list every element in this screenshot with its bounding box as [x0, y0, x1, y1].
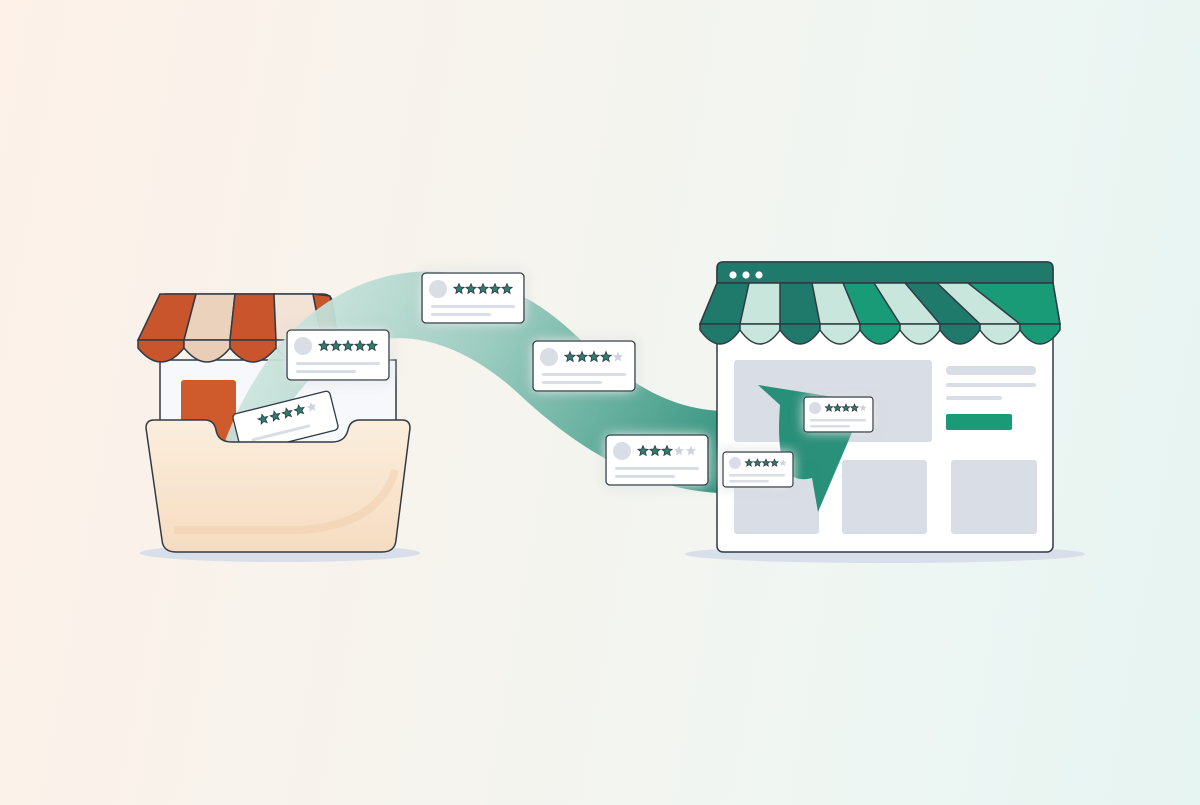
- star-icon: [824, 403, 834, 412]
- avatar: [729, 457, 741, 469]
- website-titlebar: [716, 261, 1054, 284]
- star-icon: [365, 339, 379, 352]
- star-icon: [769, 458, 780, 467]
- product-tile: [842, 460, 927, 534]
- star-icon: [293, 404, 305, 416]
- star-icon: [761, 458, 771, 467]
- star-icon: [575, 350, 589, 363]
- star-icon: [648, 444, 662, 457]
- avatar: [809, 402, 821, 414]
- star-icon: [660, 444, 674, 457]
- star-icon: [752, 458, 763, 467]
- star-icon: [849, 403, 860, 412]
- website-awning: [698, 282, 1061, 345]
- star-icon: [685, 445, 697, 456]
- review-card-top: [421, 272, 525, 324]
- star-icon: [841, 403, 851, 412]
- star-icon: [744, 458, 754, 467]
- star-icon: [832, 403, 843, 412]
- product-tile: [951, 460, 1037, 534]
- review-card-small: [722, 451, 794, 488]
- text-line-placeholder: [946, 396, 1002, 400]
- star-icon: [329, 339, 343, 352]
- review-card-middle-stars: [563, 350, 624, 363]
- star-icon: [612, 351, 624, 362]
- review-card-storefront: [286, 329, 390, 381]
- star-icon: [563, 350, 577, 363]
- window-dot-icon: [729, 271, 737, 279]
- window-dot-icon: [742, 271, 750, 279]
- star-icon: [599, 350, 613, 363]
- review-card-storefront-stars: [317, 339, 379, 352]
- review-card-lower-stars: [636, 444, 697, 457]
- star-icon: [673, 445, 685, 456]
- review-card-website: [803, 396, 874, 433]
- star-icon: [341, 339, 355, 352]
- review-card-middle: [532, 340, 636, 392]
- text-line-placeholder: [946, 383, 1036, 387]
- review-card-website-stars: [824, 403, 867, 412]
- star-icon: [452, 282, 466, 295]
- review-card-basket: [232, 390, 339, 454]
- avatar: [294, 337, 312, 355]
- shopping-basket: [145, 419, 411, 553]
- star-icon: [636, 444, 650, 457]
- avatar: [613, 442, 631, 460]
- star-icon: [306, 402, 317, 412]
- star-icon: [281, 407, 293, 420]
- star-icon: [779, 459, 787, 467]
- avatar: [540, 348, 558, 366]
- heading-placeholder: [946, 366, 1036, 375]
- star-icon: [488, 282, 502, 295]
- star-icon: [317, 339, 331, 352]
- star-icon: [353, 339, 367, 352]
- star-icon: [464, 282, 478, 295]
- review-card-basket-stars: [256, 402, 317, 426]
- star-icon: [269, 410, 281, 423]
- add-to-cart-button[interactable]: [946, 414, 1012, 430]
- review-card-top-stars: [452, 282, 514, 295]
- star-icon: [500, 282, 514, 295]
- review-card-small-stars: [744, 458, 787, 467]
- window-dot-icon: [755, 271, 763, 279]
- star-icon: [256, 413, 269, 426]
- review-card-lower: [605, 434, 709, 486]
- star-icon: [859, 404, 867, 412]
- website-window: [698, 261, 1061, 553]
- avatar: [429, 280, 447, 298]
- star-icon: [587, 350, 601, 363]
- star-icon: [476, 282, 490, 295]
